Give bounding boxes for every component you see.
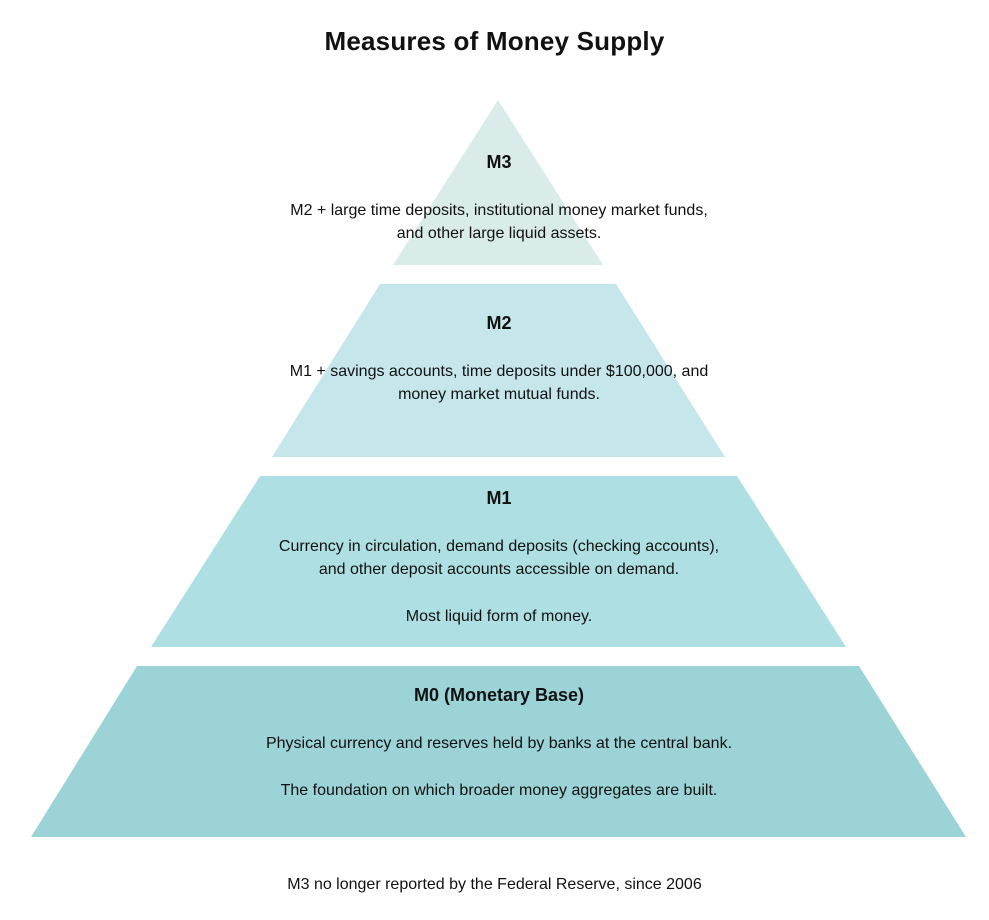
level-m0-note: The foundation on which broader money ag… xyxy=(280,782,718,799)
level-m3-shape xyxy=(393,100,603,265)
level-m0-shape xyxy=(31,666,966,837)
level-m0-name: M0 (Monetary Base) xyxy=(413,685,585,705)
level-m2-description-line1: M1 + savings accounts, time deposits und… xyxy=(289,363,709,380)
level-m1: M1 Currency in circulation, demand depos… xyxy=(219,487,779,628)
level-m0: M0 (Monetary Base) Physical currency and… xyxy=(199,684,799,802)
footnote: M3 no longer reported by the Federal Res… xyxy=(287,876,702,893)
level-m1-shape xyxy=(151,476,846,647)
level-m3-description-line2: and other large liquid assets. xyxy=(396,225,602,242)
level-m1-name: M1 xyxy=(486,488,512,508)
level-m0-description: Physical currency and reserves held by b… xyxy=(265,735,733,752)
level-m1-note: Most liquid form of money. xyxy=(405,608,593,625)
level-m3-name: M3 xyxy=(486,152,512,172)
level-m3-description-line1: M2 + large time deposits, institutional … xyxy=(290,202,708,219)
diagram-title: Measures of Money Supply xyxy=(324,26,665,56)
level-m2: M2 M1 + savings accounts, time deposits … xyxy=(249,312,749,406)
level-m2-shape xyxy=(272,284,725,457)
level-m1-description-line1: Currency in circulation, demand deposits… xyxy=(278,538,720,555)
level-m2-description-line2: money market mutual funds. xyxy=(398,386,600,403)
level-m1-description-line2: and other deposit accounts accessible on… xyxy=(318,561,680,578)
level-m2-name: M2 xyxy=(486,313,512,333)
level-m3: M3 M2 + large time deposits, institution… xyxy=(249,151,749,245)
